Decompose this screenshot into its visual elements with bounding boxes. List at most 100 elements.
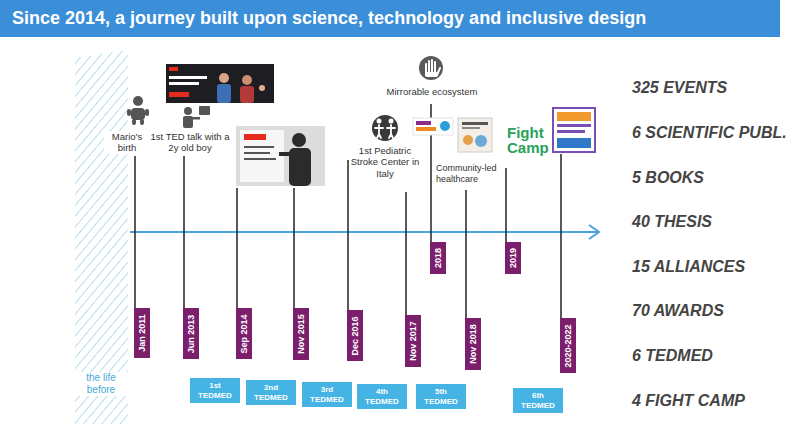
date-text: Nov 2015: [297, 314, 306, 354]
tedmed-box: 6th TEDMED: [513, 388, 563, 413]
speaker-icon: [193, 117, 200, 120]
tedmed-box: 2nd TEDMED: [246, 380, 296, 405]
date-text: Dec 2016: [351, 316, 360, 355]
event-label: Mirrorable ecosystem: [387, 86, 478, 97]
event-label: 1st Pediatric Stroke Center in Italy: [348, 145, 422, 179]
pediatric-icon: [389, 119, 394, 124]
date-text: Jun 2013: [187, 314, 196, 353]
poster-cover: [557, 112, 591, 121]
talk-screenshot: [169, 67, 178, 71]
tedmed-photo: [236, 126, 325, 186]
stat-label: 325 EVENTS: [632, 78, 727, 97]
talk-screenshot: [169, 76, 207, 79]
tedmed-box: 4th TEDMED: [357, 384, 407, 409]
stat-label: 6 TEDMED: [632, 346, 713, 365]
title-text: Since 2014, a journey built upon science…: [0, 0, 646, 37]
talk-screenshot: [259, 85, 265, 91]
date-text: 2019: [509, 248, 518, 268]
stat-label: 70 AWARDS: [632, 301, 724, 320]
pediatric-icon: [372, 115, 398, 141]
date-text: Nov 2017: [409, 321, 418, 361]
date-tag: Jun 2013: [183, 308, 199, 359]
date-text: 2018: [434, 248, 443, 268]
book-cover: [462, 122, 488, 125]
talk-screenshot: [169, 92, 189, 97]
milestone-line: [183, 156, 185, 308]
tedmed-photo: [244, 134, 266, 140]
tedmed-photo: [292, 133, 306, 147]
mirrorable-icon: [419, 56, 443, 80]
talk-screenshot: [240, 86, 254, 103]
speaker-icon: [183, 116, 193, 128]
tedmed-photo: [244, 146, 274, 148]
poster-cover: [553, 108, 595, 152]
timeline-arrow: [130, 231, 598, 233]
date-tag: Nov 2018: [465, 318, 481, 370]
stat-label: 40 THESIS: [632, 212, 712, 231]
baby-icon: [127, 109, 131, 116]
tedmed-box: 3rd TEDMED: [302, 382, 352, 407]
poster-cover: [557, 130, 585, 133]
date-text: Jan 2011: [138, 314, 147, 352]
tedmed-photo: [279, 152, 293, 156]
tedmed-text: 1st TEDMED: [193, 381, 237, 399]
past-label: the life before: [73, 372, 129, 396]
date-text: Sep 2014: [240, 314, 249, 353]
tedmed-photo: [240, 130, 284, 182]
book-cover: [458, 118, 492, 152]
baby-icon: [140, 119, 144, 125]
talk-screenshot: [169, 82, 199, 85]
stat-label: 15 ALLIANCES: [632, 257, 745, 276]
date-tag: 2019: [505, 242, 521, 274]
book-cover: [462, 127, 480, 129]
milestone-line: [236, 188, 238, 308]
milestone-line: [405, 192, 407, 315]
camp-logo: [413, 118, 453, 135]
book-cover: [463, 135, 473, 145]
stat-label: 6 SCIENTIFIC PUBL.: [632, 123, 787, 142]
date-tag: 2018: [430, 242, 446, 274]
milestone-line: [505, 168, 507, 242]
tedmed-text: 5th TEDMED: [419, 387, 463, 405]
camp-logo: [416, 127, 436, 131]
tedmed-text: 4th TEDMED: [360, 387, 404, 405]
milestone-line: [347, 160, 349, 310]
event-label: 1st TED talk with a 2y old boy: [145, 131, 235, 154]
baby-icon: [131, 108, 145, 120]
camp-logo: [416, 121, 431, 125]
milestone-line: [134, 156, 136, 308]
speaker-icon: [184, 107, 192, 115]
mirrorable-icon: [419, 56, 443, 80]
pediatric-icon: [375, 125, 395, 138]
timeline-arrow: [589, 225, 599, 239]
talk-screenshot: [242, 75, 252, 85]
tedmed-text: 2nd TEDMED: [249, 383, 293, 401]
tedmed-text: 6th TEDMED: [516, 391, 560, 409]
speaker-icon: [199, 106, 210, 115]
hatched-past: [75, 50, 128, 424]
date-tag: Nov 2017: [405, 315, 421, 367]
pediatric-icon: [372, 115, 398, 141]
camp-logo: [413, 118, 453, 135]
event-label: Community-led healthcare: [436, 163, 504, 185]
camp-logo: [440, 121, 450, 131]
tedmed-photo: [244, 158, 276, 160]
date-tag: 2020-2022: [560, 318, 576, 373]
speaker-icon: [183, 106, 210, 128]
event-label: Mario's birth: [104, 131, 150, 154]
poster-cover: [557, 124, 591, 127]
book-cover: [475, 135, 487, 147]
date-text: 2020-2022: [564, 324, 573, 367]
date-tag: Dec 2016: [347, 310, 363, 361]
mirrorable-icon: [425, 72, 438, 77]
stat-label: 5 BOOKS: [632, 168, 704, 187]
baby-icon: [127, 96, 149, 125]
tedmed-photo: [236, 126, 325, 186]
milestone-line: [465, 190, 467, 318]
date-tag: Jan 2011: [134, 308, 150, 358]
milestone-line: [560, 154, 562, 318]
stat-label: 4 FIGHT CAMP: [632, 391, 745, 410]
timeline-arrow: [130, 225, 599, 239]
date-text: Nov 2018: [469, 324, 478, 364]
